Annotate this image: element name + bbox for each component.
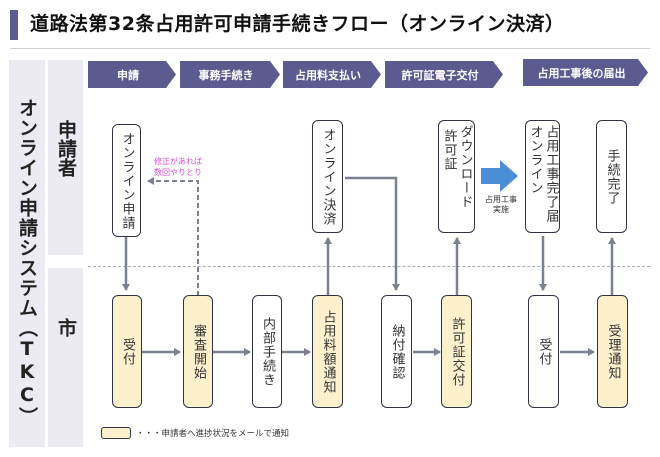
step-internal-procedure: 内部手続き xyxy=(252,295,282,408)
correction-note: 修正があれば 数回やりとり xyxy=(154,156,202,178)
phase-post-construction-report: 占用工事後の届出 xyxy=(523,59,648,86)
step-label: 受付 xyxy=(536,337,552,366)
phase-office-procedure: 事務手続き xyxy=(180,61,280,88)
construction-label-line1: 占用工事 xyxy=(485,195,517,204)
step-label: 内部手続き xyxy=(260,316,275,387)
correction-note-line1: 修正があれば xyxy=(154,157,202,166)
step-report-receive: 受付 xyxy=(528,295,559,408)
correction-note-line2: 数回やりとり xyxy=(154,168,202,177)
step-permit-issue: 許可証交付 xyxy=(441,295,472,408)
step-acceptance-notice: 受理通知 xyxy=(597,295,628,408)
applicant-label: 申請者 xyxy=(55,120,77,177)
phase-application: 申請 xyxy=(88,61,176,88)
step-label: オンライン申請 xyxy=(119,131,135,230)
step-procedure-complete: 手続完了 xyxy=(596,120,627,233)
step-label-line1: オンライン xyxy=(527,125,543,195)
step-label: 受付 xyxy=(120,337,135,366)
step-label: 審査開始 xyxy=(191,323,206,380)
step-online-completion-report: オンライン 占用工事完了届 xyxy=(525,120,560,233)
step-label: 受理通知 xyxy=(605,323,621,380)
arrow-payment-to-confirm xyxy=(345,176,400,291)
construction-big-arrow xyxy=(481,160,518,192)
system-label: オンライン申請システム（TKC） xyxy=(16,98,38,427)
city-lane-header xyxy=(48,268,83,447)
construction-label: 占用工事 実施 xyxy=(478,195,524,215)
step-payment-confirm: 納付確認 xyxy=(381,295,412,408)
lane-divider xyxy=(88,266,650,267)
legend-swatch xyxy=(101,427,131,439)
step-label-line2: 占用工事完了届 xyxy=(543,125,559,223)
applicant-lane-header xyxy=(48,60,83,255)
step-review-start: 審査開始 xyxy=(183,295,213,408)
construction-label-line2: 実施 xyxy=(493,205,509,214)
title-divider xyxy=(10,48,650,49)
step-fee-notification: 占用料額通知 xyxy=(312,295,343,408)
step-label: 許可証交付 xyxy=(449,316,465,387)
step-permit-download: 許可証 ダウンロード xyxy=(438,120,475,233)
city-label: 市 xyxy=(55,318,77,337)
legend-text: ・・・申請者へ進捗状況をメールで通知 xyxy=(136,429,290,439)
page-title: 道路法第32条占用許可申請手続きフロー（オンライン決済） xyxy=(30,13,565,35)
title-accent-bar xyxy=(10,10,18,40)
step-online-application: オンライン申請 xyxy=(112,124,141,237)
step-label: 手続完了 xyxy=(604,148,620,205)
step-label-line2: ダウンロード xyxy=(457,125,473,209)
step-label: 占用料額通知 xyxy=(320,309,336,394)
phase-permit-issuance: 許可証電子交付 xyxy=(385,61,503,88)
phase-fee-payment: 占用料支払い xyxy=(283,61,381,88)
step-city-receive: 受付 xyxy=(112,295,142,408)
step-label: オンライン決済 xyxy=(320,127,336,226)
step-label: 納付確認 xyxy=(389,323,405,380)
arrow-correction-loop xyxy=(147,177,199,296)
step-label-line1: 許可証 xyxy=(441,129,457,171)
step-online-payment: オンライン決済 xyxy=(312,120,343,233)
system-column xyxy=(9,60,45,447)
